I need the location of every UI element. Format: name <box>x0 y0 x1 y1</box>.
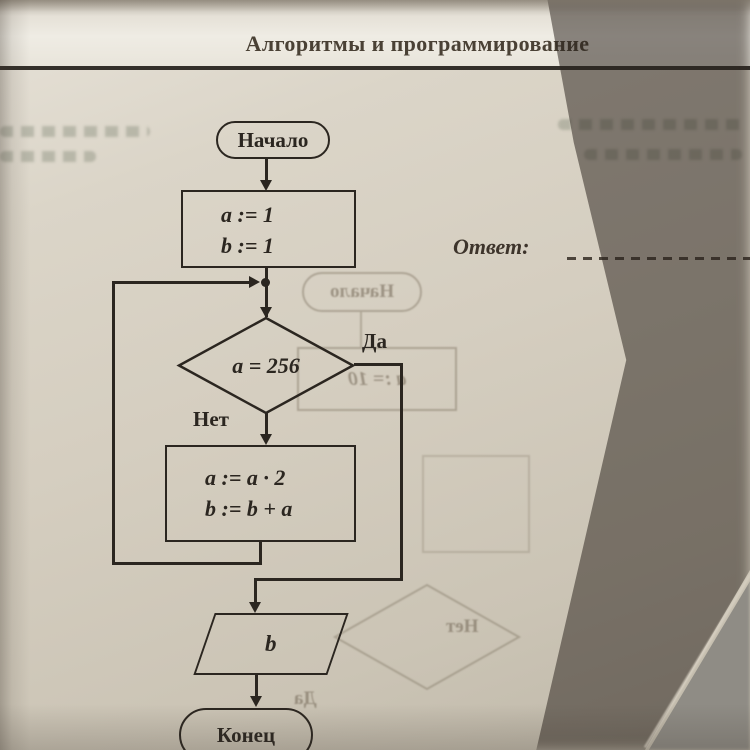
flow-line <box>265 413 268 439</box>
flow-line <box>265 158 268 183</box>
bleed-start-label: Начало <box>329 281 395 302</box>
bleed-box-text: a := 10 <box>347 367 407 390</box>
bleed-text-strip <box>0 151 96 162</box>
flowchart-end-node: Конец <box>179 708 313 750</box>
no-branch-label: Нет <box>193 407 229 431</box>
flow-line <box>254 578 257 605</box>
flowchart-start-node: Начало <box>216 121 330 159</box>
flow-line <box>400 363 403 581</box>
bleed-box-faint <box>422 455 530 553</box>
bleed-text-strip <box>584 149 742 160</box>
flow-arrowhead-down <box>260 180 272 191</box>
flowchart-loop-body-node: a := a · 2 b := b + a <box>165 445 356 542</box>
output-label: b <box>265 631 277 656</box>
flow-line <box>354 363 402 366</box>
flow-arrowhead-down <box>250 696 262 707</box>
bleed-flow-line <box>360 312 362 347</box>
page-header-title: Алгоритмы и программирование <box>245 31 590 56</box>
flow-line <box>255 674 258 698</box>
flow-line <box>254 578 402 581</box>
flow-line <box>112 282 115 565</box>
bleed-text-strip <box>0 126 150 137</box>
flow-line <box>112 281 250 284</box>
flowchart-init-node: a := 1 b := 1 <box>181 190 356 268</box>
body-line-2: b := b + a <box>205 496 293 521</box>
flow-line <box>112 562 261 565</box>
bleed-yes-label: Да <box>294 688 317 709</box>
bleed-text-strip <box>558 119 746 130</box>
flow-line <box>259 541 262 565</box>
flow-junction-dot <box>261 278 270 287</box>
flowchart-output-node: b <box>193 613 349 675</box>
answer-label: Ответ: <box>453 234 530 259</box>
bleed-no-label: Нет <box>446 616 479 637</box>
flow-arrowhead-down <box>260 307 272 318</box>
yes-branch-label: Да <box>362 329 387 353</box>
flow-arrowhead-right <box>249 276 260 288</box>
flow-arrowhead-down <box>249 602 261 613</box>
decision-condition: a = 256 <box>232 352 300 378</box>
init-line-2: b := 1 <box>221 233 274 258</box>
body-line-1: a := a · 2 <box>205 465 286 490</box>
bleed-decision-diamond <box>332 583 522 691</box>
flow-arrowhead-down <box>260 434 272 445</box>
init-line-1: a := 1 <box>221 202 274 227</box>
flow-line <box>265 267 268 317</box>
answer-blank-line <box>567 257 750 260</box>
bleed-start-oval: Начало <box>302 272 422 312</box>
bleed-process-box: a := 10 <box>297 347 457 411</box>
header-rule <box>0 66 750 70</box>
